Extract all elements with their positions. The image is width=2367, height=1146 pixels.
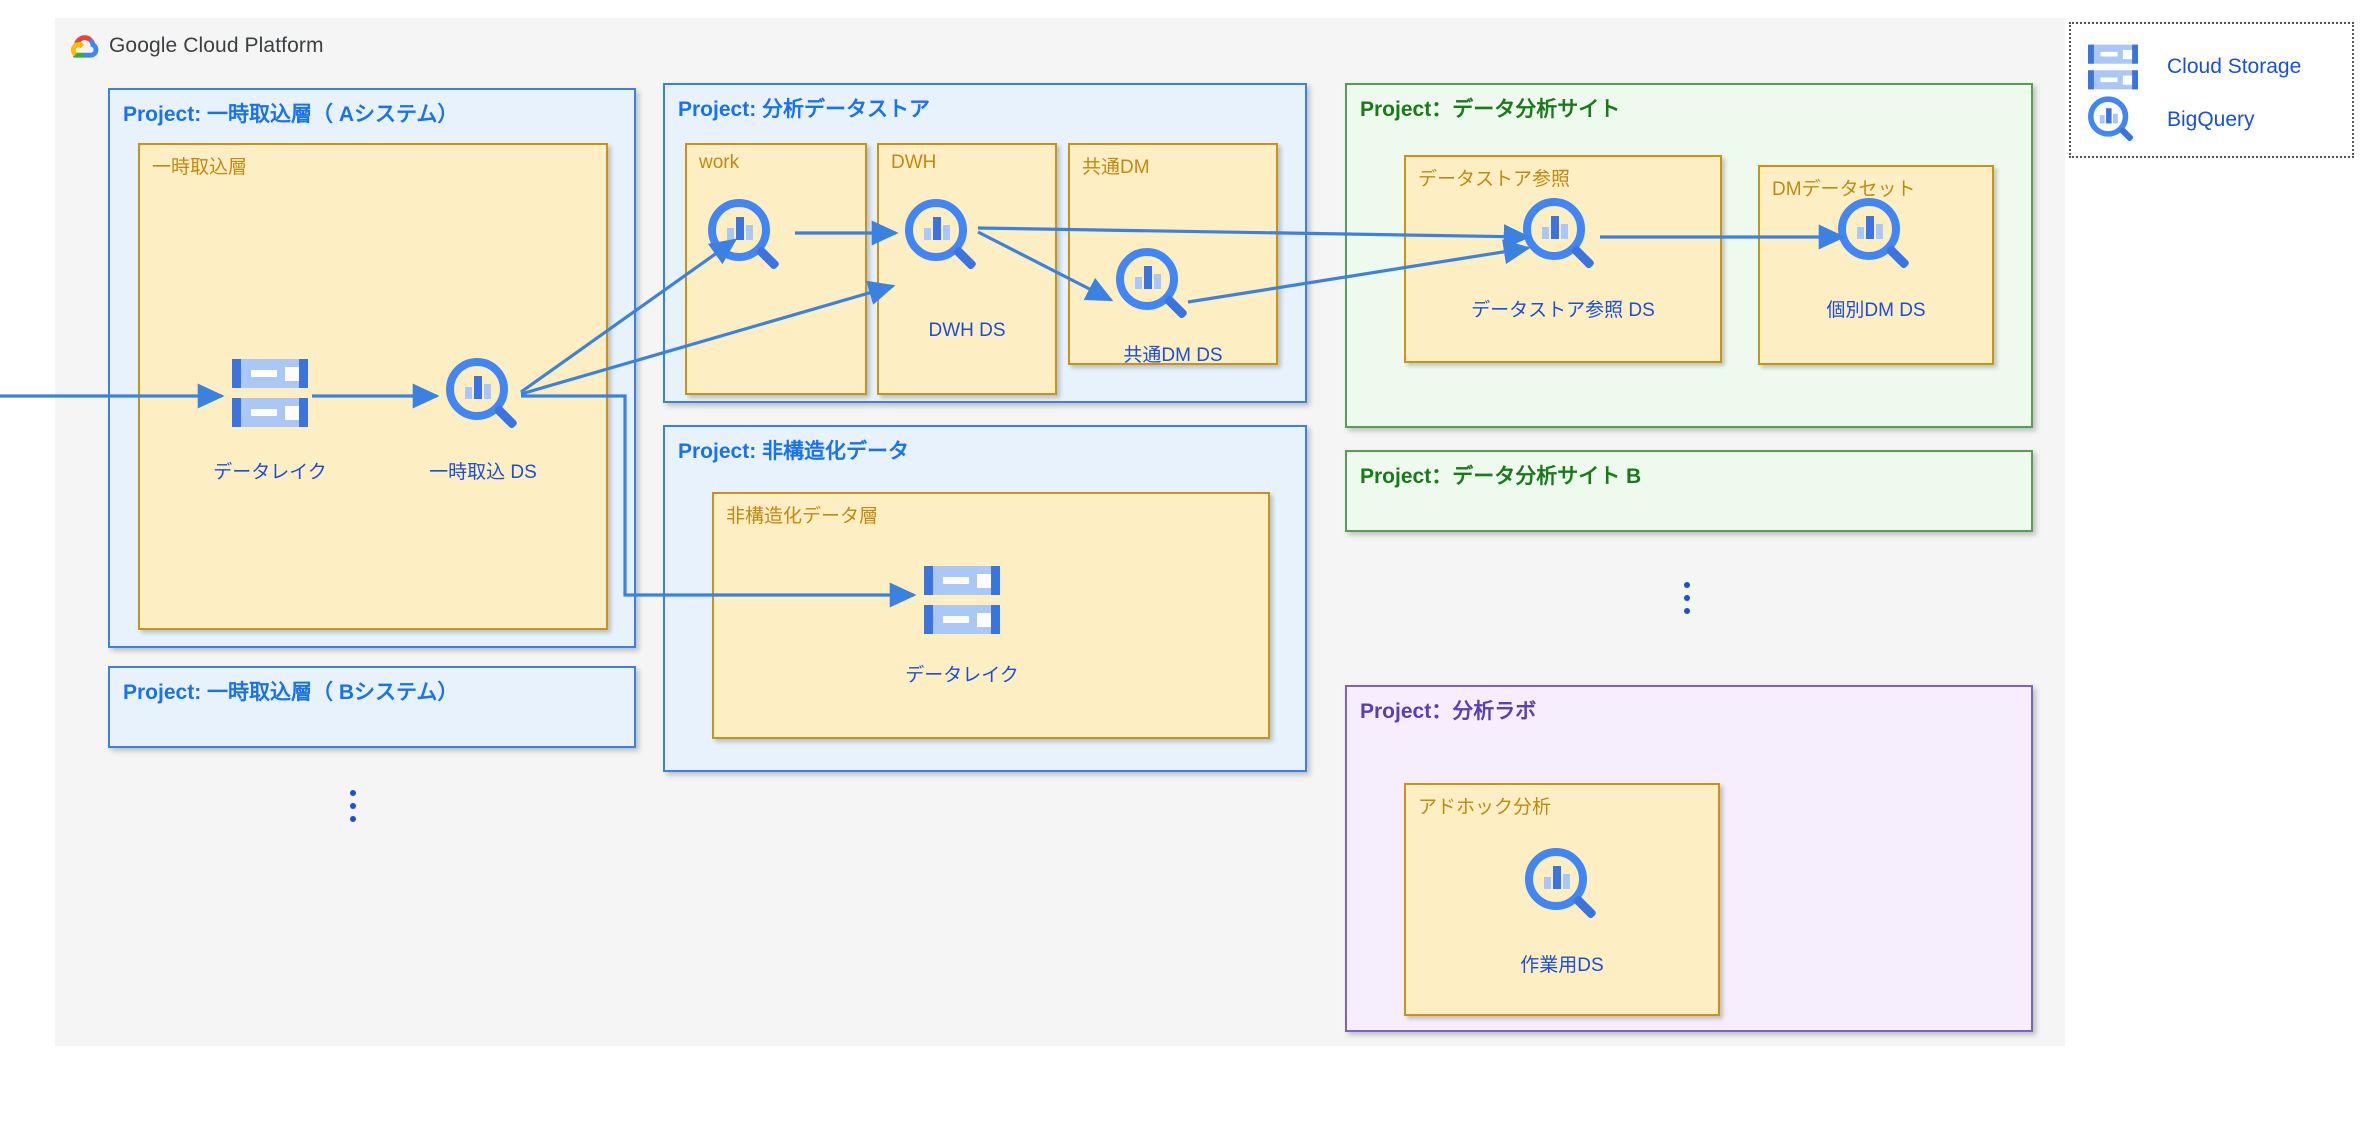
cloud-storage-icon[interactable] [228,355,312,431]
layer-title: アドホック分析 [1418,797,1552,818]
layer-title: work [699,152,740,173]
node-label-individual-dm-ds: 個別DM DS [1826,300,1926,321]
layer-box-dm-dataset[interactable]: DMデータセット [1758,165,1994,365]
bigquery-icon[interactable] [1113,245,1193,325]
legend-item-bigquery: BigQuery [2085,95,2255,145]
node-label-data-lake-a: データレイク [213,462,327,483]
layer-title: データストア参照 [1418,169,1571,190]
layer-box-adhoc[interactable]: アドホック分析 [1404,783,1720,1016]
project-card-analysis-site-b[interactable]: Project：データ分析サイト B [1345,450,2033,532]
ellipsis-right [1684,582,1690,614]
cloud-storage-icon [2085,42,2141,92]
layer-box-ingest-a[interactable]: 一時取込層 [138,143,608,630]
layer-title: 一時取込層 [152,157,248,178]
node-label-work-ds: 作業用DS [1520,955,1604,976]
project-title: Project：データ分析サイト [1360,98,1621,121]
project-title: Project：分析ラボ [1360,700,1537,723]
node-label-datastore-ref-ds: データストア参照 DS [1471,300,1655,321]
project-title: Project: 非構造化データ [678,440,910,463]
project-title: Project：データ分析サイト B [1360,465,1642,488]
bigquery-icon[interactable] [443,355,523,435]
node-label-data-lake-unstructured: データレイク [905,665,1019,686]
layer-title: DWH [891,152,937,173]
layer-title: 共通DM [1082,157,1150,178]
bigquery-icon[interactable] [1522,845,1602,925]
bigquery-icon[interactable] [1835,195,1915,275]
project-title: Project: 一時取込層（ Bシステム） [123,681,459,704]
project-title: Project: 分析データストア [678,98,931,121]
legend-label: BigQuery [2167,108,2255,131]
project-title: Project: 一時取込層（ Aシステム） [123,103,459,126]
bigquery-icon[interactable] [902,196,982,276]
bigquery-icon[interactable] [705,196,785,276]
google-cloud-logo-icon [69,33,103,59]
node-label-common-dm-ds: 共通DM DS [1123,345,1223,366]
bigquery-icon [2085,95,2141,145]
ellipsis-left [350,790,356,822]
gcp-title: Google Cloud Platform [109,34,324,57]
legend-label: Cloud Storage [2167,55,2302,78]
layer-title: DMデータセット [1772,179,1916,200]
legend-item-cloud-storage: Cloud Storage [2085,42,2301,92]
layer-title: 非構造化データ層 [726,506,879,527]
legend-box: Cloud Storage BigQuery [2069,22,2354,158]
node-label-dwh-ds: DWH DS [928,320,1006,341]
node-label-ingest-ds: 一時取込 DS [429,462,537,483]
project-card-ingest-b[interactable]: Project: 一時取込層（ Bシステム） [108,666,636,748]
gcp-header: Google Cloud Platform [69,31,324,61]
cloud-storage-icon[interactable] [920,562,1004,638]
bigquery-icon[interactable] [1520,195,1600,275]
